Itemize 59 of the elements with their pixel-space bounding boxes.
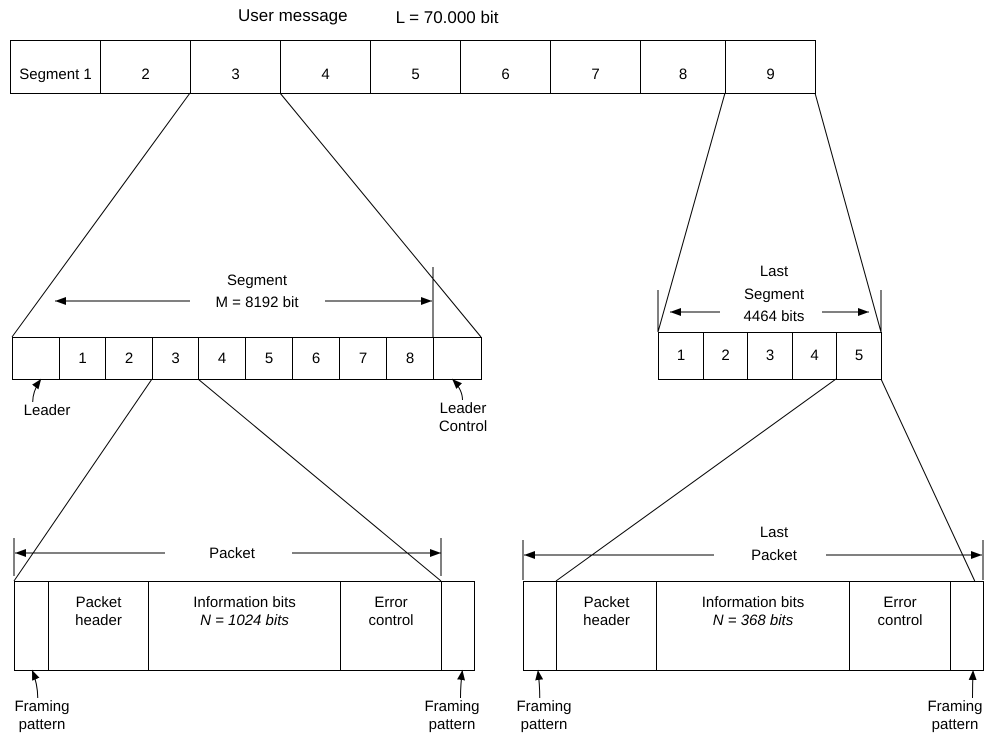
field-cell: 2 <box>703 332 748 380</box>
field-cell: 8 <box>386 337 434 380</box>
annotation-text: Leader Control <box>426 400 500 444</box>
leader-arrow <box>32 670 40 698</box>
leader-arrow <box>535 670 544 698</box>
leader-arrow <box>32 378 42 402</box>
field-cell: 1 <box>59 337 106 380</box>
field-cell: 4 <box>280 40 371 94</box>
field-name: Information bits <box>702 594 804 612</box>
leader-arrow <box>457 670 466 698</box>
annotation-text: Framing pattern <box>414 698 490 742</box>
bit-count: N = 1024 bits <box>200 612 289 630</box>
field-cell: 5 <box>836 332 882 380</box>
expansion-line <box>814 92 882 332</box>
field-cell: 4 <box>198 337 246 380</box>
annotation-text: Framing pattern <box>917 698 993 742</box>
field-cell: 1 <box>658 332 704 380</box>
field-cell: 3 <box>190 40 281 94</box>
field-cell: 3 <box>747 332 793 380</box>
field-cell: 6 <box>292 337 340 380</box>
empty-field-cell <box>950 581 984 671</box>
diagram-title: User message <box>238 6 348 26</box>
field-cell: 5 <box>245 337 293 380</box>
field-cell: 2 <box>100 40 191 94</box>
annotation-text: Leader <box>12 402 82 424</box>
empty-field-cell <box>433 337 482 380</box>
empty-field-cell <box>14 581 49 671</box>
field-cell <box>148 581 341 671</box>
field-cell: Packet header <box>556 581 657 671</box>
empty-field-cell <box>12 337 60 380</box>
expansion-line <box>280 92 482 338</box>
field-cell: 8 <box>640 40 726 94</box>
field-cell: 2 <box>105 337 153 380</box>
field-cell: 4 <box>792 332 837 380</box>
annotation-text: Framing pattern <box>506 698 582 742</box>
field-name: Information bits <box>193 594 296 612</box>
empty-field-cell <box>523 581 557 671</box>
expansion-line <box>556 378 836 582</box>
expansion-line <box>12 92 190 338</box>
expansion-line <box>880 378 976 582</box>
field-cell <box>656 581 850 671</box>
field-cell: 6 <box>460 40 551 94</box>
field-cell: Error control <box>340 581 442 671</box>
bit-count: N = 368 bits <box>712 612 794 630</box>
field-cell: 9 <box>725 40 816 94</box>
field-cell: 7 <box>339 337 387 380</box>
leader-arrow <box>968 670 977 698</box>
expansion-line <box>658 92 726 332</box>
field-cell: Error control <box>849 581 951 671</box>
field-cell: Packet header <box>48 581 149 671</box>
field-cell: 5 <box>370 40 461 94</box>
expansion-line <box>198 378 442 582</box>
expansion-line <box>14 378 152 582</box>
empty-field-cell <box>441 581 475 671</box>
field-cell: 7 <box>550 40 641 94</box>
leader-arrow <box>452 378 463 400</box>
field-cell: 3 <box>152 337 199 380</box>
annotation-text: Framing pattern <box>4 698 80 742</box>
field-cell: Segment 1 <box>10 40 101 94</box>
